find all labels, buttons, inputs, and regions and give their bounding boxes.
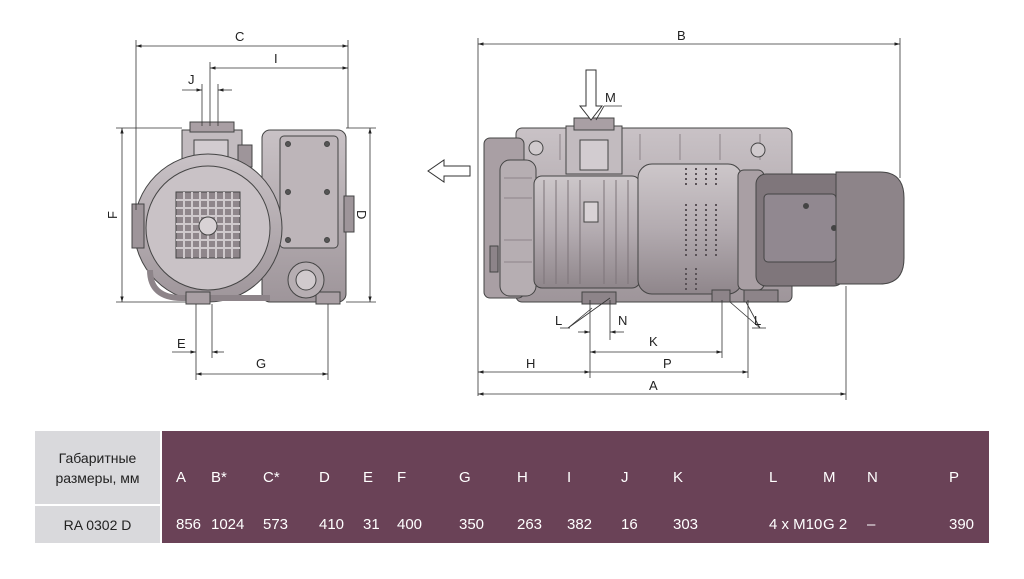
table-header-label: Габаритные размеры, мм	[35, 431, 161, 506]
value-cell: 303	[673, 505, 769, 543]
label-p: P	[663, 356, 672, 371]
label-l-left: L	[555, 313, 562, 328]
value-cell: 382	[567, 505, 621, 543]
value-cell: 350	[459, 505, 517, 543]
label-d: D	[354, 210, 369, 219]
col-header: C*	[263, 431, 319, 506]
col-header: K	[673, 431, 769, 506]
col-header: H	[517, 431, 567, 506]
col-header: P	[949, 431, 989, 506]
col-header: J	[621, 431, 673, 506]
front-view-dimensions	[116, 40, 376, 380]
col-header: I	[567, 431, 621, 506]
value-cell: 263	[517, 505, 567, 543]
dimensions-table: Габаритные размеры, мм A B* C* D E F G H…	[35, 431, 989, 543]
label-i: I	[274, 51, 278, 66]
label-l-right: L	[754, 313, 761, 328]
label-k: K	[649, 334, 658, 349]
value-cell: 410	[319, 505, 363, 543]
label-j: J	[188, 72, 195, 87]
label-c: C	[235, 29, 244, 44]
label-e: E	[177, 336, 186, 351]
col-header: G	[459, 431, 517, 506]
dimension-labels: C I J F D E G B M L N L K H P A	[105, 28, 761, 393]
col-header: A	[160, 431, 211, 506]
technical-drawing: C I J F D E G B M L N L K H P A	[105, 28, 905, 400]
table-row: RA 0302 D 856 1024 573 410 31 400 350 26…	[35, 504, 989, 543]
flow-arrows	[427, 69, 604, 183]
value-cell: 4 x M10	[769, 505, 823, 543]
label-a: A	[649, 378, 658, 393]
value-cell: 390	[949, 505, 989, 543]
pump-side-view	[483, 117, 905, 305]
label-f: F	[105, 211, 120, 219]
value-cell: 573	[263, 505, 319, 543]
model-name: RA 0302 D	[35, 504, 161, 543]
value-cell: 1024	[211, 505, 263, 543]
value-cell: G 2	[823, 505, 867, 543]
label-m: M	[605, 90, 616, 105]
col-header: D	[319, 431, 363, 506]
value-cell: 31	[363, 505, 397, 543]
col-header: L	[769, 431, 823, 506]
col-header: F	[397, 431, 459, 506]
value-cell: 856	[160, 505, 211, 543]
side-view-dimensions	[477, 38, 901, 400]
pump-front-view	[131, 121, 355, 305]
label-n: N	[618, 313, 627, 328]
value-cell: –	[867, 505, 949, 543]
label-h: H	[526, 356, 535, 371]
col-header: M	[823, 431, 867, 506]
col-header: N	[867, 431, 949, 506]
col-header: E	[363, 431, 397, 506]
col-header: B*	[211, 431, 263, 506]
value-cell: 400	[397, 505, 459, 543]
label-b: B	[677, 28, 686, 43]
table-header-row: Габаритные размеры, мм A B* C* D E F G H…	[35, 431, 989, 506]
value-cell: 16	[621, 505, 673, 543]
label-g: G	[256, 356, 266, 371]
